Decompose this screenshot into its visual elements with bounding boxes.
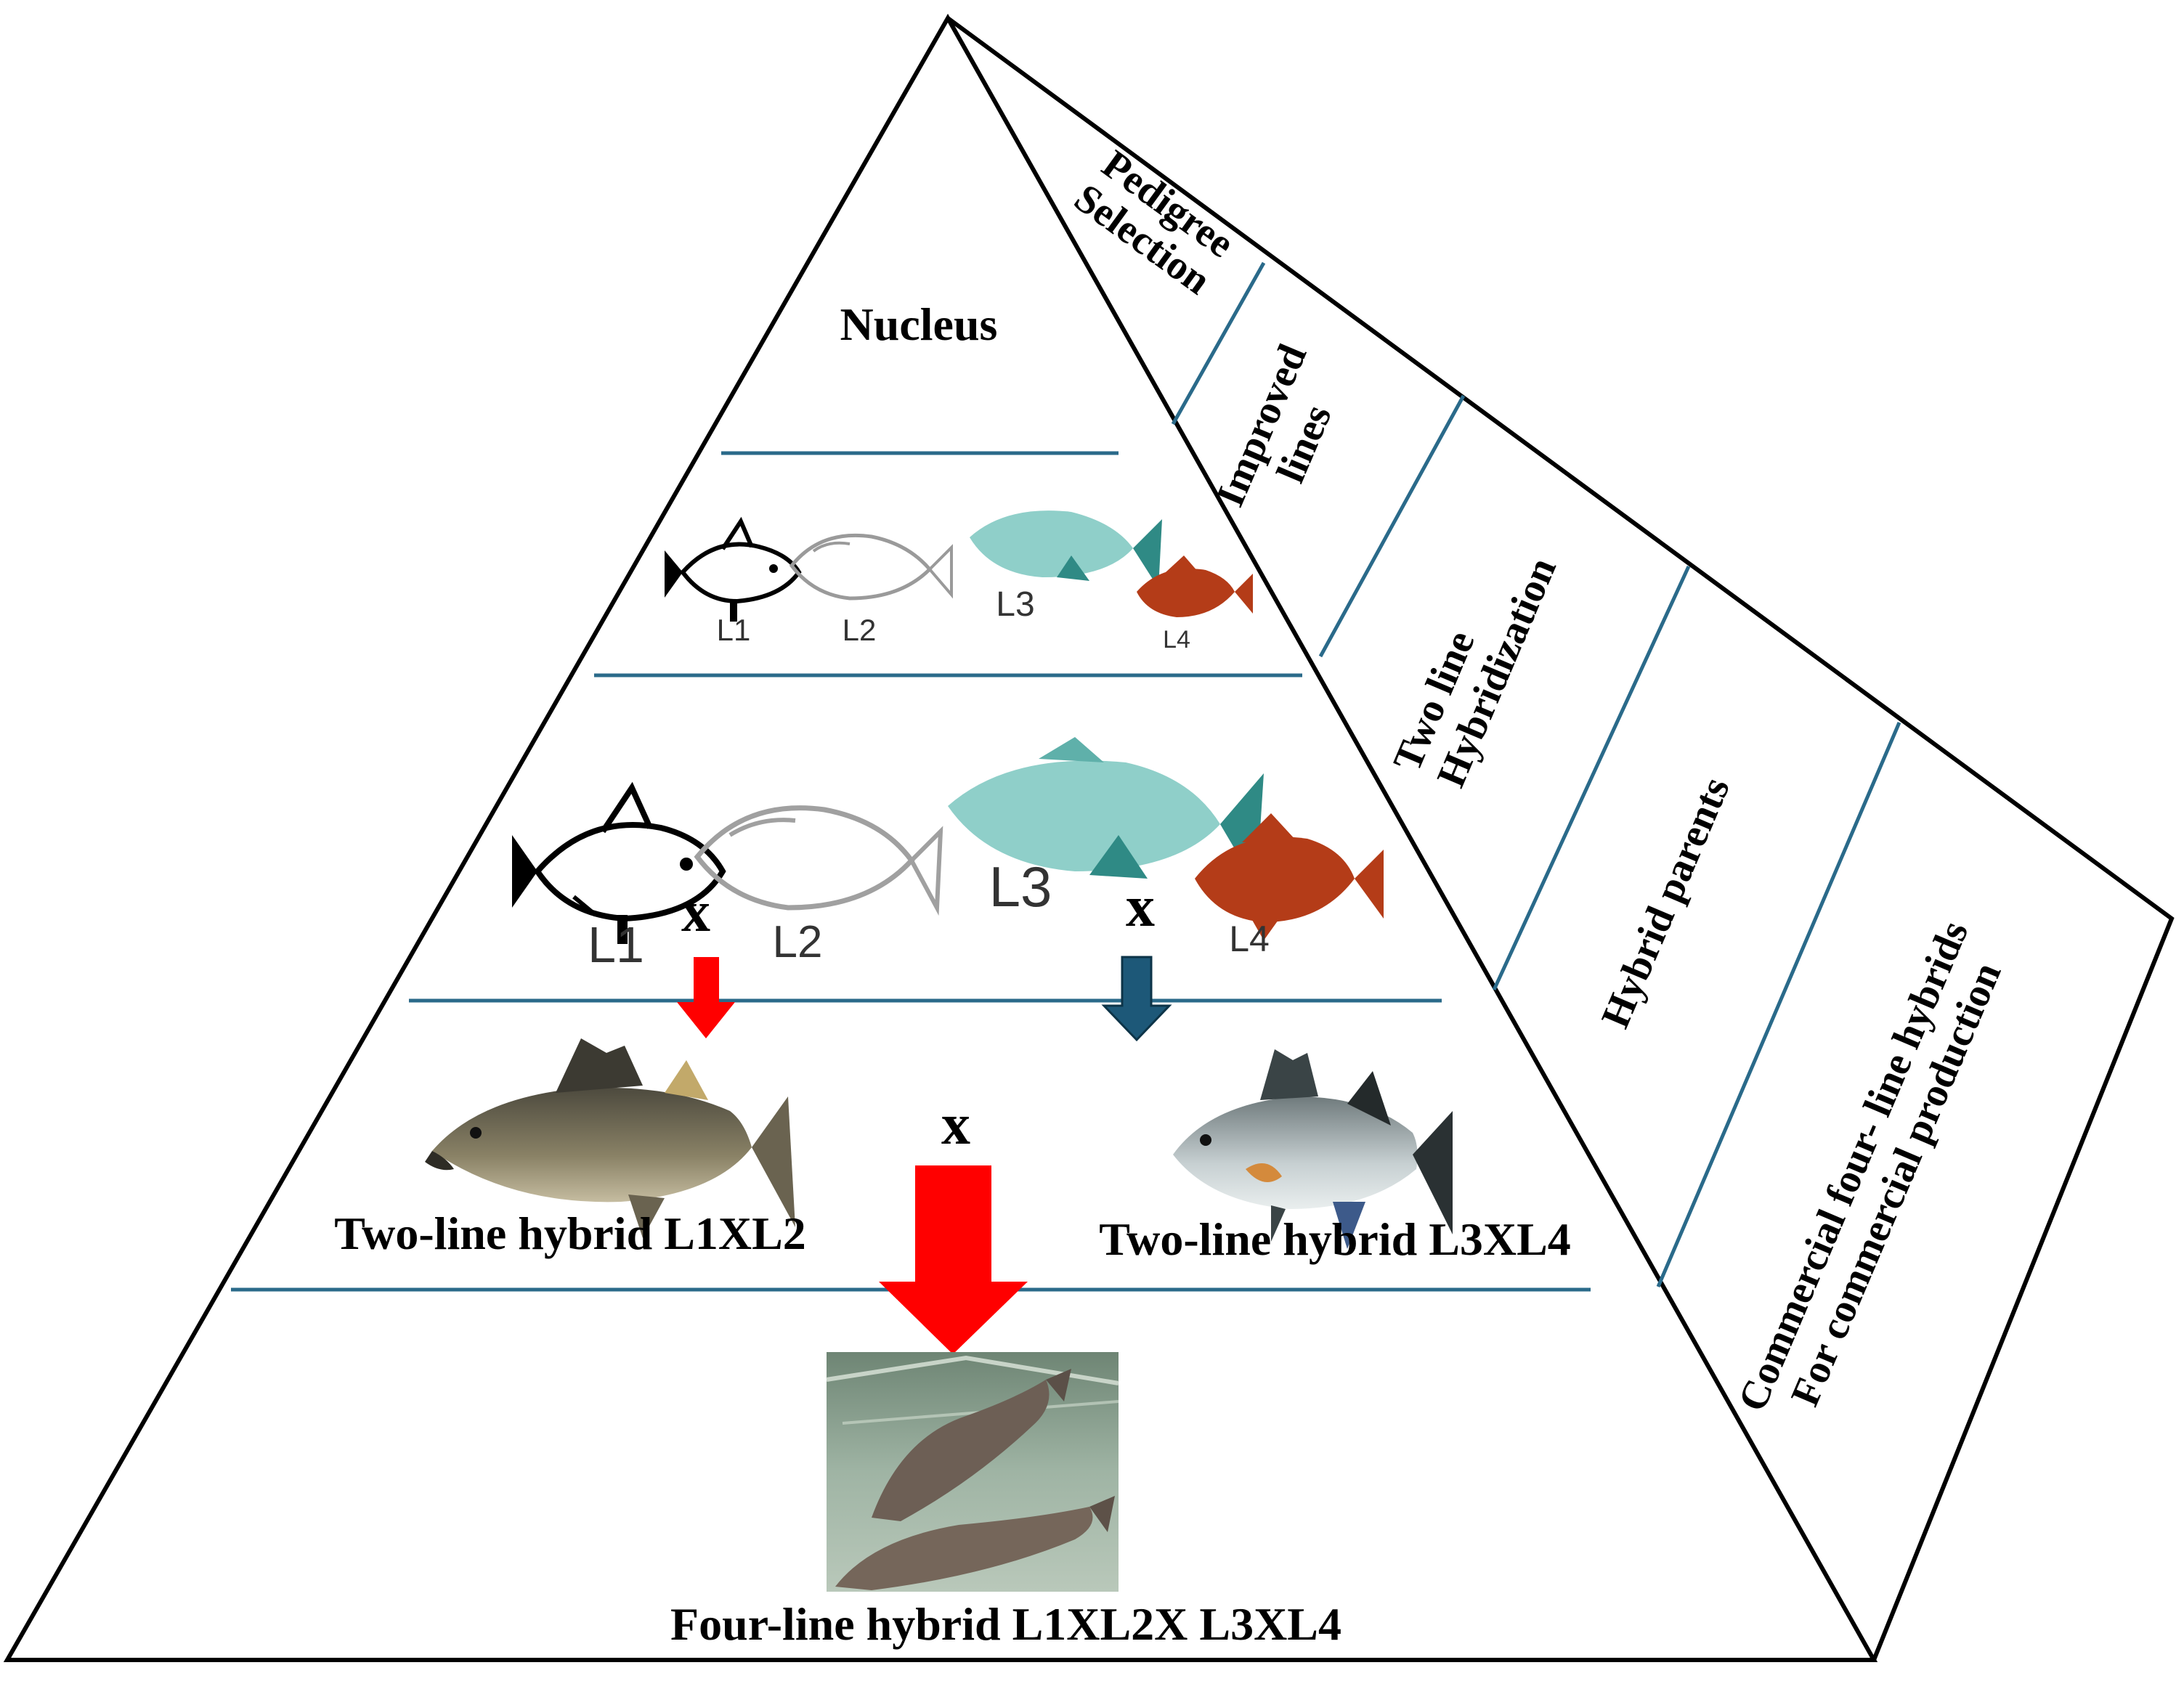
fish-icon-l4-small [1137, 555, 1253, 617]
fish-icon-l3-small [970, 510, 1162, 588]
arrow-red-large [879, 1165, 1028, 1354]
fish-image-hybrid-l1xl2 [425, 1038, 795, 1238]
line-label-l2-small: L2 [843, 613, 877, 647]
line-label-l2-large: L2 [773, 917, 823, 967]
cross-symbol-hybrids: x [941, 1093, 970, 1157]
level-label-nucleus: Nucleus [840, 298, 998, 350]
line-label-l4-small: L4 [1163, 626, 1190, 654]
stage-label-commercial-hybrids: Commercial four- line hybrids For commer… [1729, 914, 2010, 1417]
fish-icon-l2-large [694, 805, 943, 916]
side-divider-4 [1656, 722, 1901, 1287]
fish-image-hybrid-l3xl4 [1173, 1049, 1453, 1249]
side-divider-2 [1318, 394, 1466, 658]
line-label-l3-large: L3 [989, 855, 1052, 919]
line-label-l3-small: L3 [996, 585, 1034, 624]
stage-label-hybrid-parents: Hybrid parents [1593, 771, 1739, 1035]
svg-text:Hybrid parents: Hybrid parents [1593, 771, 1739, 1035]
pyramid-outline [3, 13, 1878, 1662]
fish-icon-l1-large [512, 781, 726, 944]
cross-symbol-l1-l2: x [681, 880, 710, 944]
cross-symbol-l3-l4: x [1126, 875, 1155, 939]
line-label-l1-large: L1 [588, 916, 644, 973]
side-panel-outline [946, 16, 2175, 1661]
level-label-hybrid-l3xl4: Two-line hybrid L3XL4 [1099, 1213, 1571, 1265]
side-divider-3 [1492, 565, 1691, 991]
stage-label-improved-lines: Improved lines [1207, 338, 1340, 513]
side-divider-1 [1171, 261, 1266, 426]
level-label-four-line-hybrid: Four-line hybrid L1XL2X L3XL4 [670, 1598, 1341, 1650]
level-label-hybrid-l1xl2: Two-line hybrid L1XL2 [334, 1208, 806, 1259]
fish-icon-l4-large [1195, 813, 1384, 940]
arrow-blue-small [1101, 956, 1172, 1042]
fish-icon-l1-small [665, 516, 802, 622]
line-label-l1-small: L1 [717, 613, 751, 647]
arrow-red-small [677, 957, 735, 1038]
fish-icon-l2-small [789, 533, 953, 601]
stage-label-two-line-hybridization: Two line Hybridization [1384, 551, 1565, 794]
line-label-l4-large: L4 [1229, 919, 1270, 959]
photo-four-line-hybrid [826, 1352, 1119, 1592]
